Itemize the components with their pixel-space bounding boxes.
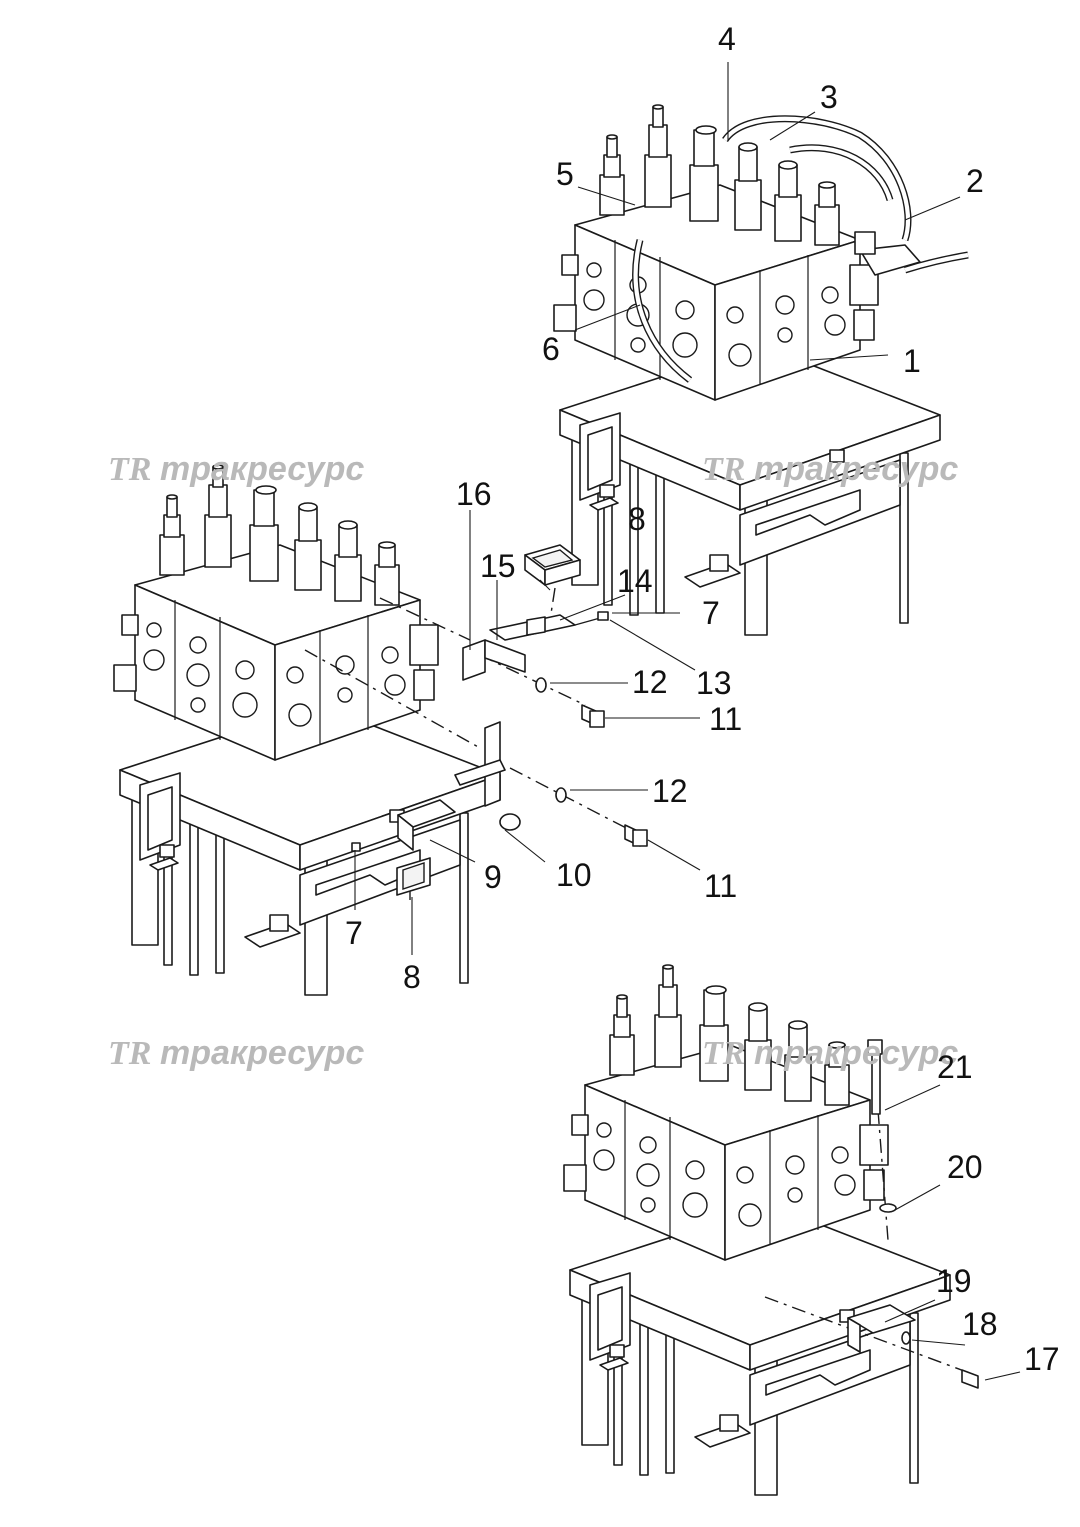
watermark-logo: TR: [702, 1035, 745, 1072]
callout-11-lower: 11: [704, 868, 737, 904]
callout-7-upper: 7: [702, 595, 720, 631]
callout-6: 6: [542, 331, 560, 367]
watermark-logo: TR: [108, 1035, 151, 1072]
watermark-logo: TR: [108, 451, 151, 488]
callout-8-upper: 8: [628, 501, 646, 537]
callout-5: 5: [556, 156, 574, 192]
callout-8-lower: 8: [403, 959, 421, 995]
bottom-valve-assembly: [563, 964, 979, 1496]
callout-17: 17: [1024, 1341, 1060, 1377]
watermark-text: тракресурс: [754, 450, 958, 488]
callout-1: 1: [903, 343, 921, 379]
callout-14: 14: [617, 563, 653, 599]
callout-11-upper: 11: [709, 701, 742, 737]
callout-2: 2: [966, 163, 984, 199]
watermark-logo: TR: [702, 451, 745, 488]
callout-9: 9: [484, 859, 502, 895]
exploded-bracket-parts: [304, 544, 648, 900]
callout-13: 13: [696, 665, 732, 701]
callout-21: 21: [937, 1049, 973, 1085]
callout-10: 10: [556, 857, 592, 893]
callout-19: 19: [936, 1263, 972, 1299]
leader-lines: [354, 62, 1021, 1381]
callout-12-upper: 12: [632, 664, 668, 700]
callout-numbers: 4 3 2 5 6 1 16 8 15 14 7 12 13 11 12 10 …: [345, 21, 1060, 1377]
top-valve-assembly: [553, 104, 969, 636]
callout-16: 16: [456, 476, 492, 512]
callout-20: 20: [947, 1149, 983, 1185]
callout-3: 3: [820, 79, 838, 115]
watermark: TR тракресурс TR тракресурс TR тракресур…: [108, 450, 958, 1072]
watermark-text: тракресурс: [754, 1034, 958, 1072]
watermark-text: тракресурс: [160, 1034, 364, 1072]
middle-valve-assembly: [113, 464, 501, 996]
callout-7-lower: 7: [345, 915, 363, 951]
callout-12-lower: 12: [652, 773, 688, 809]
callout-18: 18: [962, 1306, 998, 1342]
callout-15: 15: [480, 548, 516, 584]
watermark-text: тракресурс: [160, 450, 364, 488]
callout-4: 4: [718, 21, 736, 57]
